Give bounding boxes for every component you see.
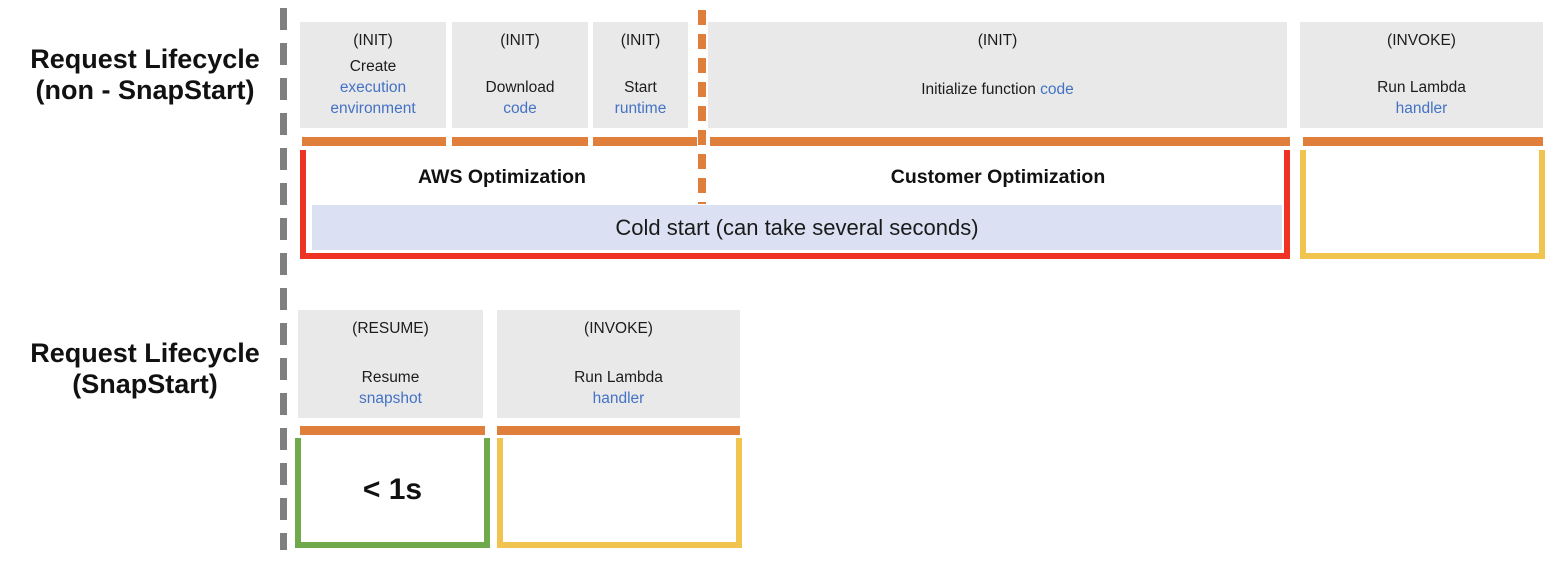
phase-box-initialize-function-code: (INIT) Initialize function code: [708, 22, 1287, 128]
aws-optimization-label: AWS Optimization: [418, 165, 586, 188]
request-start-divider-dashed-line: [280, 8, 287, 550]
init-phase-divider-dashed-line: [698, 10, 706, 204]
phase-tag: (INIT): [353, 32, 393, 49]
row-label-non-snapstart-line1: Request Lifecycle: [30, 44, 260, 74]
phase-text: Run Lambda handler: [1377, 77, 1466, 119]
duration-bar-run-lambda-handler: [1303, 137, 1543, 146]
phase-box-run-lambda-handler-snapstart: (INVOKE) Run Lambda handler: [497, 310, 740, 418]
duration-bar-initialize-function-code: [710, 137, 1290, 146]
phase-text-black: Create: [349, 58, 397, 75]
phase-tag: (INVOKE): [584, 320, 653, 337]
row-label-snapstart: Request Lifecycle (SnapStart): [15, 338, 275, 400]
phase-tag: (INIT): [500, 32, 540, 49]
phase-box-resume-snapshot: (RESUME) Resume snapshot: [298, 310, 483, 418]
phase-text-blue: code: [503, 100, 537, 117]
duration-bar-create-execution-environment: [302, 137, 446, 146]
snapstart-duration-frame: < 1s: [295, 438, 490, 548]
phase-text-blue: execution environment: [330, 79, 416, 117]
phase-tag: (RESUME): [352, 320, 429, 337]
phase-box-download-code: (INIT) Download code: [452, 22, 588, 128]
row-label-non-snapstart: Request Lifecycle (non - SnapStart): [15, 44, 275, 106]
phase-text-black: Resume: [361, 369, 420, 386]
snapstart-invoke-duration-frame: [497, 438, 742, 548]
phase-text-black: Start: [624, 79, 657, 96]
row-label-non-snapstart-line2: (non - SnapStart): [35, 75, 255, 105]
phase-box-run-lambda-handler: (INVOKE) Run Lambda handler: [1300, 22, 1543, 128]
phase-text-black: Download: [485, 79, 555, 96]
phase-tag: (INIT): [977, 32, 1018, 49]
phase-text-blue: snapshot: [359, 390, 422, 407]
phase-text-black: Initialize function: [921, 81, 1036, 98]
customer-optimization-label: Customer Optimization: [890, 165, 1106, 188]
duration-bar-start-runtime: [593, 137, 697, 146]
phase-text: Start runtime: [615, 77, 667, 119]
duration-bar-download-code: [452, 137, 588, 146]
duration-bar-resume-snapshot: [300, 426, 485, 435]
phase-text-blue: handler: [592, 390, 645, 407]
cold-start-bar: Cold start (can take several seconds): [312, 205, 1282, 250]
phase-box-start-runtime: (INIT) Start runtime: [593, 22, 688, 128]
phase-text: Create execution environment: [304, 56, 442, 119]
phase-text-blue: handler: [1395, 100, 1448, 117]
duration-bar-run-lambda-handler-snapstart: [497, 426, 740, 435]
cold-start-frame: [300, 150, 1290, 259]
row-label-snapstart-line2: (SnapStart): [72, 369, 218, 399]
phase-text-blue: code: [1040, 81, 1074, 98]
phase-tag: (INIT): [620, 32, 661, 49]
phase-text: Resume snapshot: [359, 367, 422, 409]
phase-text-black: Run Lambda: [1377, 79, 1466, 96]
snapstart-duration-label: < 1s: [362, 473, 423, 506]
phase-box-create-execution-environment: (INIT) Create execution environment: [300, 22, 446, 128]
phase-text-blue: runtime: [614, 100, 667, 117]
phase-text: Download code: [486, 77, 555, 119]
invoke-duration-frame: [1300, 150, 1545, 259]
phase-text: Initialize function code: [921, 79, 1074, 100]
phase-tag: (INVOKE): [1387, 32, 1456, 49]
row-label-snapstart-line1: Request Lifecycle: [30, 338, 260, 368]
phase-text-black: Run Lambda: [574, 369, 663, 386]
phase-text: Run Lambda handler: [574, 367, 663, 409]
